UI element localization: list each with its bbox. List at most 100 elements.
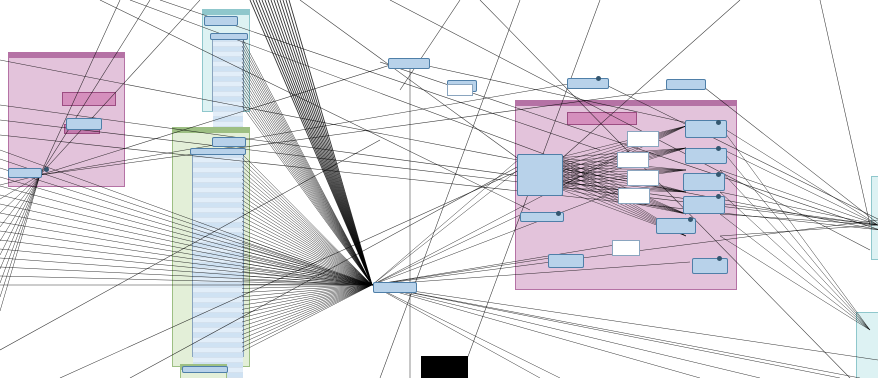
bookmark-header[interactable] bbox=[203, 10, 249, 15]
attribute-row[interactable] bbox=[193, 338, 243, 343]
attribute-row[interactable] bbox=[193, 353, 243, 358]
tester-tool[interactable] bbox=[627, 170, 659, 186]
tester-tool[interactable] bbox=[612, 240, 640, 256]
attribute-row[interactable] bbox=[213, 102, 243, 107]
attribute-row[interactable] bbox=[213, 112, 243, 117]
transformer-tool[interactable] bbox=[517, 154, 563, 196]
connection-line bbox=[371, 169, 519, 286]
transformer-tool[interactable] bbox=[692, 258, 728, 274]
annotation-note[interactable] bbox=[62, 92, 116, 106]
attribute-row[interactable] bbox=[193, 223, 243, 228]
attribute-row[interactable] bbox=[193, 153, 243, 158]
attribute-row[interactable] bbox=[193, 298, 243, 303]
attribute-row[interactable] bbox=[193, 293, 243, 298]
attribute-row[interactable] bbox=[193, 218, 243, 223]
attribute-row[interactable] bbox=[213, 77, 243, 82]
attribute-row[interactable] bbox=[193, 193, 243, 198]
attribute-row[interactable] bbox=[213, 107, 243, 112]
attribute-row[interactable] bbox=[213, 47, 243, 52]
attribute-row[interactable] bbox=[193, 248, 243, 253]
attribute-row[interactable] bbox=[193, 303, 243, 308]
port-badge[interactable] bbox=[556, 211, 561, 216]
attribute-row[interactable] bbox=[193, 313, 243, 318]
port-badge[interactable] bbox=[716, 172, 721, 177]
attribute-row[interactable] bbox=[213, 72, 243, 77]
attribute-row[interactable] bbox=[193, 323, 243, 328]
attribute-list[interactable] bbox=[212, 36, 244, 127]
attribute-row[interactable] bbox=[213, 67, 243, 72]
transformer-tool[interactable] bbox=[548, 254, 584, 268]
attribute-row[interactable] bbox=[213, 122, 243, 127]
attribute-row[interactable] bbox=[193, 343, 243, 348]
attribute-row[interactable] bbox=[213, 117, 243, 122]
attribute-row[interactable] bbox=[193, 188, 243, 193]
tester-tool[interactable] bbox=[447, 84, 473, 96]
attribute-row[interactable] bbox=[213, 97, 243, 102]
attribute-row[interactable] bbox=[193, 233, 243, 238]
transformer-tool[interactable] bbox=[683, 196, 725, 214]
bookmark-header[interactable] bbox=[516, 101, 736, 106]
attribute-row[interactable] bbox=[213, 52, 243, 57]
bookmark-header[interactable] bbox=[9, 53, 124, 58]
tester-tool[interactable] bbox=[627, 131, 659, 147]
transformer-tool[interactable] bbox=[66, 118, 102, 130]
attribute-row[interactable] bbox=[193, 288, 243, 293]
port-badge[interactable] bbox=[717, 256, 722, 261]
attribute-row[interactable] bbox=[193, 213, 243, 218]
transformer-tool[interactable] bbox=[388, 58, 430, 69]
transformer-tool[interactable] bbox=[567, 78, 609, 89]
attribute-row[interactable] bbox=[213, 62, 243, 67]
attribute-row[interactable] bbox=[193, 263, 243, 268]
tester-tool[interactable] bbox=[618, 188, 650, 204]
transformer-tool[interactable] bbox=[212, 137, 246, 147]
attribute-row[interactable] bbox=[193, 278, 243, 283]
attribute-row[interactable] bbox=[193, 318, 243, 323]
connection-line bbox=[241, 166, 373, 286]
attribute-row[interactable] bbox=[213, 57, 243, 62]
attribute-row[interactable] bbox=[193, 333, 243, 338]
attribute-row[interactable] bbox=[213, 82, 243, 87]
transformer-tool[interactable] bbox=[520, 212, 564, 222]
attribute-row[interactable] bbox=[193, 253, 243, 258]
attribute-row[interactable] bbox=[193, 228, 243, 233]
attribute-row[interactable] bbox=[193, 198, 243, 203]
attribute-row[interactable] bbox=[193, 283, 243, 288]
port-badge[interactable] bbox=[596, 76, 601, 81]
port-badge[interactable] bbox=[688, 217, 693, 222]
transformer-tool[interactable] bbox=[656, 218, 696, 234]
attribute-row[interactable] bbox=[213, 87, 243, 92]
attribute-row[interactable] bbox=[193, 203, 243, 208]
port-badge[interactable] bbox=[716, 120, 721, 125]
transformer-tool[interactable] bbox=[373, 282, 417, 293]
attribute-row[interactable] bbox=[193, 348, 243, 353]
attribute-row[interactable] bbox=[193, 163, 243, 168]
transformer-tool[interactable] bbox=[683, 173, 725, 191]
transformer-tool[interactable] bbox=[685, 148, 727, 164]
attribute-row[interactable] bbox=[213, 92, 243, 97]
attribute-row[interactable] bbox=[193, 168, 243, 173]
attribute-row[interactable] bbox=[193, 328, 243, 333]
attribute-row[interactable] bbox=[193, 173, 243, 178]
connection-line bbox=[241, 73, 373, 286]
transformer-tool[interactable] bbox=[8, 168, 42, 178]
tester-tool[interactable] bbox=[617, 152, 649, 168]
attribute-row[interactable] bbox=[193, 358, 243, 363]
port-badge[interactable] bbox=[716, 194, 721, 199]
port-badge[interactable] bbox=[44, 167, 49, 172]
attribute-row[interactable] bbox=[193, 183, 243, 188]
attribute-row[interactable] bbox=[213, 42, 243, 47]
attribute-row[interactable] bbox=[193, 178, 243, 183]
transformer-tool[interactable] bbox=[204, 16, 238, 26]
transformer-tool[interactable] bbox=[182, 366, 228, 373]
attribute-row[interactable] bbox=[193, 158, 243, 163]
transformer-tool[interactable] bbox=[666, 79, 706, 90]
bookmark-partial-bottom-right[interactable] bbox=[856, 312, 878, 378]
transformer-tool[interactable] bbox=[190, 148, 246, 155]
port-badge[interactable] bbox=[716, 146, 721, 151]
bookmark-header[interactable] bbox=[173, 128, 249, 133]
attribute-row[interactable] bbox=[193, 308, 243, 313]
attribute-row[interactable] bbox=[193, 268, 243, 273]
attribute-row[interactable] bbox=[193, 208, 243, 213]
transformer-tool[interactable] bbox=[210, 33, 248, 40]
